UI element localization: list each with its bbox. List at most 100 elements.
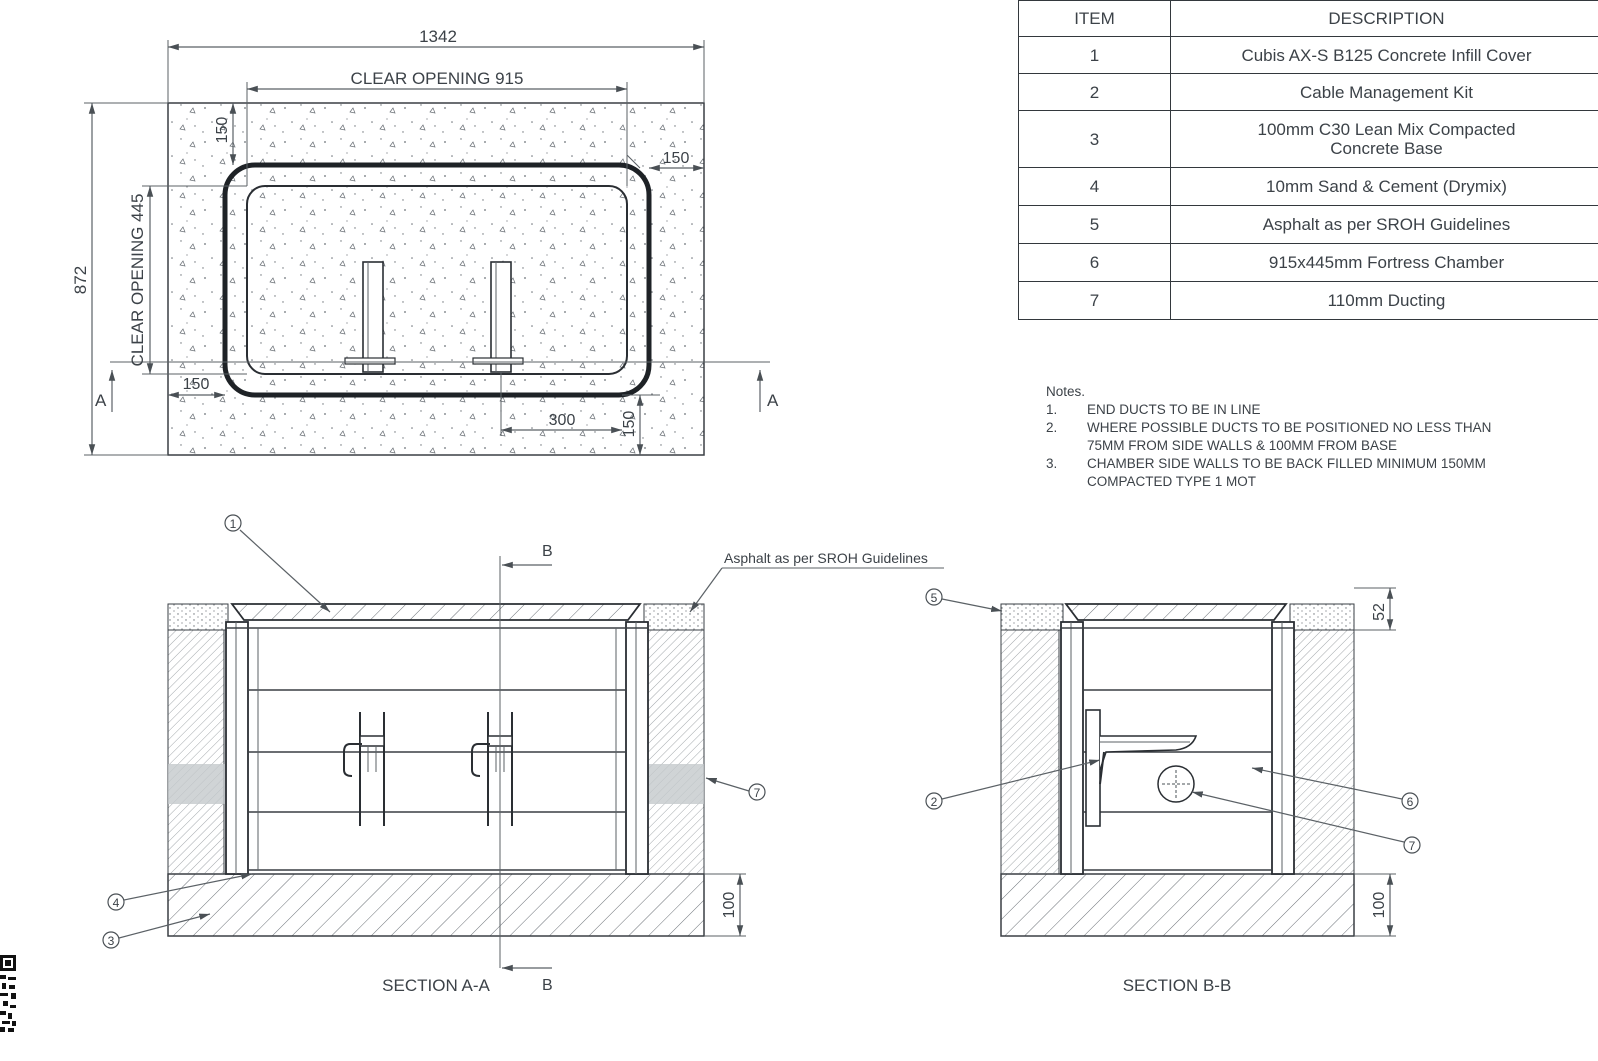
dim-150-top-label: 150 <box>214 117 231 144</box>
table-cell-item: 3 <box>1018 110 1171 168</box>
aa-bracket-left <box>343 712 385 826</box>
note-item-continued: 75MM FROM SIDE WALLS & 100MM FROM BASE <box>1046 437 1526 455</box>
bb-cable-bracket <box>1085 709 1198 827</box>
aa-backfill-right <box>647 629 705 875</box>
bb-concrete-base <box>1000 873 1355 937</box>
svg-text:7: 7 <box>1409 839 1416 853</box>
dim-150-right-label: 150 <box>663 150 690 167</box>
qr-code-icon <box>0 955 16 1032</box>
aa-chamber-wall-left <box>225 621 249 875</box>
table-cell-description: Asphalt as per SROH Guidelines <box>1170 205 1598 244</box>
table-cell-description: 915x445mm Fortress Chamber <box>1170 243 1598 282</box>
bb-dim-top-label: 52 <box>1371 603 1388 621</box>
aa-backfill-left <box>167 629 225 875</box>
clear-opening-height-label: CLEAR OPENING 445 <box>128 194 147 367</box>
plan-bracket-left <box>344 261 396 373</box>
aa-balloon-7: 7 <box>705 777 766 801</box>
plan-chamber-outer <box>222 162 652 398</box>
aa-asphalt-right <box>643 603 705 631</box>
table-row: 1 Cubis AX-S B125 Concrete Infill Cover <box>1018 36 1598 74</box>
bb-chamber-wall-left <box>1060 621 1084 875</box>
section-aa-title: SECTION A-A <box>382 976 490 995</box>
plan-concrete-surround <box>167 102 705 456</box>
svg-text:5: 5 <box>931 591 938 605</box>
bb-asphalt-left <box>1000 603 1064 631</box>
notes-title: Notes. <box>1046 384 1086 399</box>
svg-text:3: 3 <box>108 934 115 948</box>
table-row: 6 915x445mm Fortress Chamber <box>1018 243 1598 282</box>
table-row: 2 Cable Management Kit <box>1018 73 1598 111</box>
aa-chamber-wall-right <box>625 621 649 875</box>
table-row: 4 10mm Sand & Cement (Drymix) <box>1018 167 1598 206</box>
table-row: 3 100mm C30 Lean Mix Compacted Concrete … <box>1018 110 1598 168</box>
section-marker-right: A <box>767 391 779 410</box>
note-item: 2. WHERE POSSIBLE DUCTS TO BE POSITIONED… <box>1046 419 1526 437</box>
note-item: 1. END DUCTS TO BE IN LINE <box>1046 401 1526 419</box>
bb-backfill-right <box>1293 629 1355 875</box>
aa-bracket-right <box>471 712 513 826</box>
aa-balloon-3: 3 <box>102 913 211 949</box>
bb-duct <box>1157 765 1195 803</box>
table-header-description: DESCRIPTION <box>1170 0 1598 37</box>
overall-width-label: 1342 <box>419 27 457 46</box>
table-cell-description: 110mm Ducting <box>1170 281 1598 320</box>
bb-asphalt-right <box>1289 603 1355 631</box>
svg-text:7: 7 <box>754 786 761 800</box>
table-cell-item: 1 <box>1018 36 1171 74</box>
aa-balloon-1: 1 <box>224 514 331 613</box>
aa-concrete-base <box>167 873 705 937</box>
table-row: 5 Asphalt as per SROH Guidelines <box>1018 205 1598 244</box>
table-cell-item: 2 <box>1018 73 1171 111</box>
table-cell-description: 100mm C30 Lean Mix Compacted Concrete Ba… <box>1170 110 1598 168</box>
note-text: 75MM FROM SIDE WALLS & 100MM FROM BASE <box>1087 438 1398 453</box>
aa-dim-base-label: 100 <box>721 892 738 919</box>
dim-150-bottom-label: 150 <box>621 411 638 438</box>
plan-bracket-right <box>472 261 524 373</box>
section-marker-left: A <box>95 391 107 410</box>
section-bb: 52 100 5 2 6 7 SECTION B-B <box>925 587 1421 995</box>
bb-dim-base-label: 100 <box>1371 892 1388 919</box>
bb-balloon-5: 5 <box>925 588 1003 613</box>
notes-block: Notes. 1. END DUCTS TO BE IN LINE 2. WHE… <box>1046 384 1526 491</box>
note-number: 2. <box>1046 420 1058 435</box>
table-cell-description: 10mm Sand & Cement (Drymix) <box>1170 167 1598 206</box>
table-cell-item: 7 <box>1018 281 1171 320</box>
note-number: 1. <box>1046 402 1058 417</box>
overall-height-label: 872 <box>71 266 90 294</box>
dim-150-left-label: 150 <box>183 376 210 393</box>
note-number: 3. <box>1046 456 1058 471</box>
table-header-row: ITEM DESCRIPTION <box>1018 0 1598 37</box>
table-cell-item: 4 <box>1018 167 1171 206</box>
note-text: END DUCTS TO BE IN LINE <box>1087 402 1261 417</box>
bb-balloon-2: 2 <box>925 759 1101 810</box>
note-text: WHERE POSSIBLE DUCTS TO BE POSITIONED NO… <box>1087 420 1492 435</box>
note-item: 3. CHAMBER SIDE WALLS TO BE BACK FILLED … <box>1046 455 1526 473</box>
bb-balloon-7: 7 <box>1191 791 1421 854</box>
plan-chamber-inner <box>246 185 628 375</box>
bb-backfill-left <box>1000 629 1060 875</box>
note-text: COMPACTED TYPE 1 MOT <box>1087 474 1257 489</box>
table-cell-item: 5 <box>1018 205 1171 244</box>
table-row: 7 110mm Ducting <box>1018 281 1598 320</box>
bb-chamber-wall-right <box>1271 621 1295 875</box>
svg-text:1: 1 <box>230 517 237 531</box>
aa-balloon-4: 4 <box>107 872 253 911</box>
dim-300-label: 300 <box>549 412 576 429</box>
table-cell-item: 6 <box>1018 243 1171 282</box>
table-cell-description: Cubis AX-S B125 Concrete Infill Cover <box>1170 36 1598 74</box>
section-aa: B B Asphalt as per SROH Guidelines 100 1… <box>102 514 944 995</box>
section-bb-title: SECTION B-B <box>1123 976 1232 995</box>
items-table: ITEM DESCRIPTION 1 Cubis AX-S B125 Concr… <box>1018 0 1598 320</box>
plan-view: A A 1342 CLEAR OPENING 915 872 CLEAR OPE… <box>71 27 779 456</box>
cut-marker-top: B <box>542 543 553 560</box>
bb-balloon-6: 6 <box>1251 767 1419 810</box>
aa-asphalt-left <box>167 603 229 631</box>
svg-text:4: 4 <box>113 896 120 910</box>
asphalt-label: Asphalt as per SROH Guidelines <box>724 550 928 566</box>
table-header-item: ITEM <box>1018 0 1171 37</box>
bb-infill-cover <box>1064 603 1288 621</box>
note-text: CHAMBER SIDE WALLS TO BE BACK FILLED MIN… <box>1087 456 1486 471</box>
cut-marker-bottom: B <box>542 977 553 994</box>
svg-text:2: 2 <box>931 795 938 809</box>
